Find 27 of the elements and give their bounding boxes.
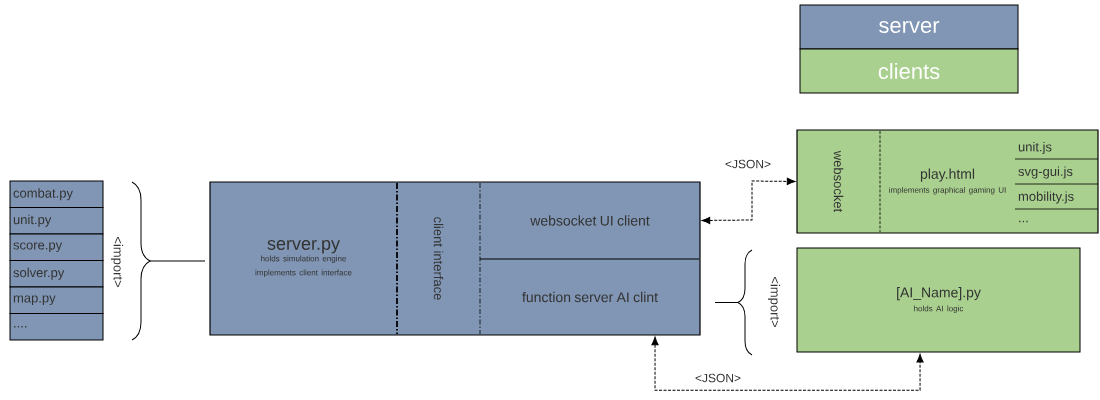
file-cell: score.py (9, 233, 104, 261)
file-cell: solver.py (9, 260, 104, 288)
section-text: server.py holds simulation engine implements client interface (255, 240, 352, 277)
vertical-section-text: client interface (433, 217, 444, 300)
section-text: websocket UI client (530, 215, 650, 226)
file-cell: .... (9, 313, 104, 341)
section-text: play.html implements graphical gaming UI (889, 168, 1006, 195)
file-cell: combat.py (9, 180, 104, 208)
file-item: ... (1019, 220, 1028, 223)
component-box (209, 181, 701, 336)
file-item: unit.js (1018, 141, 1052, 155)
component-box (796, 129, 1099, 234)
edge-label: <JSON> (694, 372, 742, 384)
legend-entry: clients (799, 48, 1019, 94)
file-item: mobility.js (1018, 191, 1074, 204)
rotated-label: <import> (110, 237, 124, 287)
arrow (651, 336, 924, 391)
file-cell: unit.py (9, 207, 104, 235)
legend-entry: server (799, 4, 1019, 50)
edge-label: <JSON> (724, 158, 772, 170)
file-item: svg-gui.js (1018, 166, 1073, 179)
vertical-section-text: websocket (833, 150, 844, 213)
rotated-label: <import> (767, 277, 781, 327)
component-box: [AI_Name].py holds AI logic (796, 247, 1081, 353)
file-cell: map.py (9, 286, 104, 314)
arrow (701, 177, 796, 224)
section-text: function server AI clint (522, 291, 658, 303)
